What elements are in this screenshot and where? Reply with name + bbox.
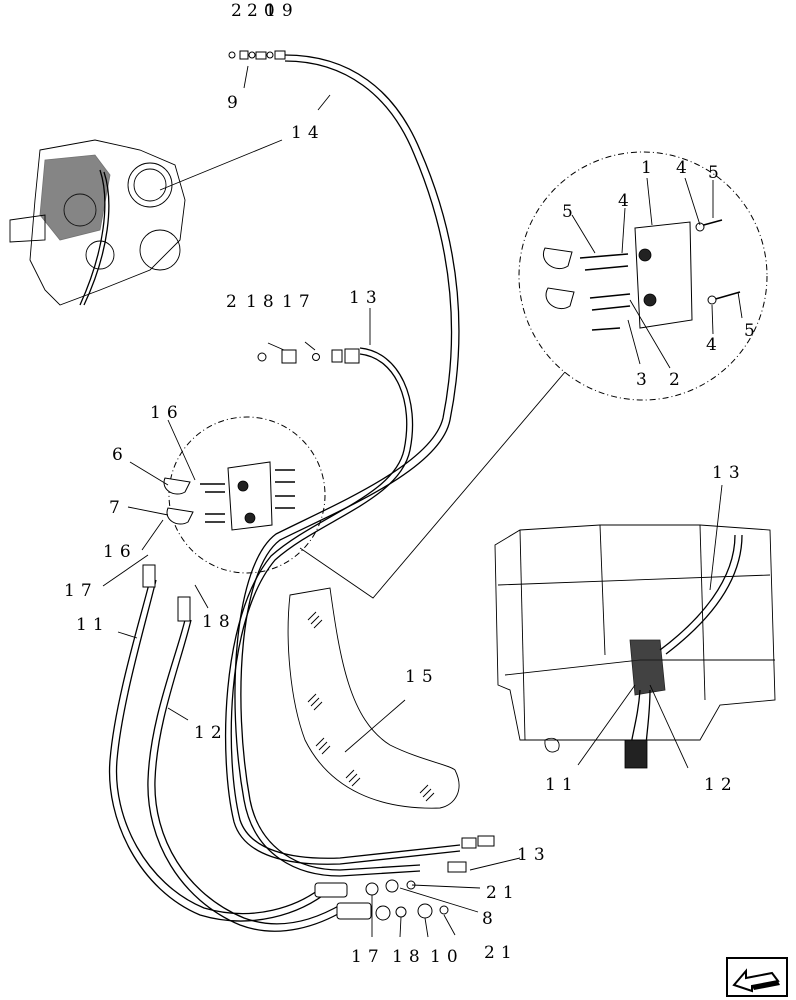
callout-18b: 18 [202,612,236,632]
callout-13b: 13 [712,463,746,483]
callout-leaders [102,65,743,938]
callout-16a: 16 [150,403,184,423]
callout-18a: 18 [246,292,280,312]
callout-21b: 21 [484,943,518,963]
callout-11a: 11 [76,615,110,635]
callout-14: 14 [291,123,325,143]
callout-4a: 4 [676,158,693,178]
callout-2-right: 2 [669,370,686,390]
callout-2-top: 2 [231,1,248,21]
callout-15: 15 [405,667,439,687]
detail-circle-left [163,416,326,574]
protective-sleeve-15 [287,587,460,809]
bottom-fittings [314,835,495,921]
callout-16b: 16 [103,542,137,562]
tractor-chassis-illustration [494,524,776,769]
callout-4c: 4 [706,335,723,355]
detail-link-line [299,371,566,599]
callout-11b: 11 [545,775,579,795]
top-fittings [228,50,286,60]
callout-5c: 5 [744,321,761,341]
callout-13a: 13 [349,288,383,308]
arrow-left-icon [732,968,780,993]
detail-circle-right [518,151,768,401]
callout-17a: 17 [282,292,316,312]
callout-12b: 12 [704,775,738,795]
callout-21a: 21 [486,883,520,903]
middle-fittings [257,348,360,364]
callout-2-mid: 2 [226,292,243,312]
callout-8: 8 [482,909,499,929]
sleeve-hatch-marks [307,611,435,802]
callout-1: 1 [641,158,658,178]
hose-13 [230,347,461,859]
hose-12 [147,619,346,932]
callout-19: 19 [265,1,299,21]
callout-18c: 18 [392,947,426,967]
callout-20: 20 [247,1,281,21]
callout-5a: 5 [708,163,725,183]
callout-17b: 17 [64,581,98,601]
callout-7: 7 [109,498,126,518]
callout-10: 10 [430,947,464,967]
callout-5b: 5 [562,202,579,222]
callout-13c: 13 [517,845,551,865]
callout-3: 3 [636,370,653,390]
hose-11 [108,579,331,922]
callout-17c: 17 [351,947,385,967]
callout-6: 6 [112,445,129,465]
callout-9a: 9 [227,93,244,113]
callout-12a: 12 [194,723,228,743]
previous-page-button[interactable] [726,957,788,997]
callout-4b: 4 [618,191,635,211]
engine-housing-illustration [9,139,186,306]
callout-labels: 2 20 19 9 9 14 1 4 5 5 4 5 4 3 2 2 18 17… [64,1,761,967]
